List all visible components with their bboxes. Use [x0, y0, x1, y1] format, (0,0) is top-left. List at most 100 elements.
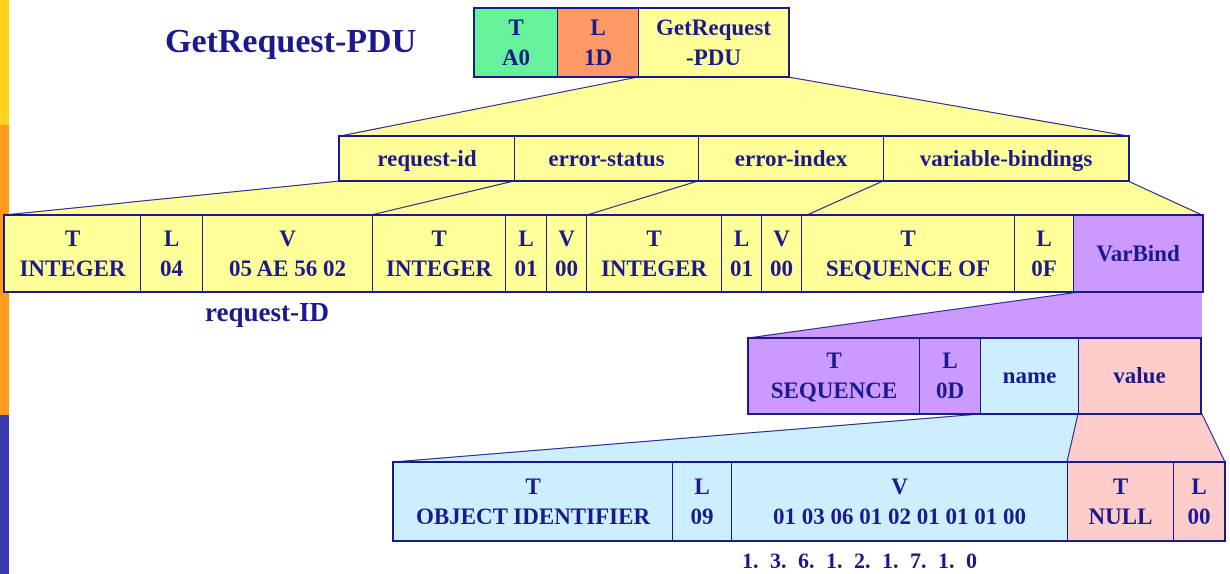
value-label: value: [1113, 363, 1166, 388]
fan-edge: [1201, 413, 1226, 463]
tlv-value: 04: [160, 255, 183, 281]
field-request-id: request-id: [340, 137, 515, 180]
side-accent-bar-blue: [0, 415, 9, 574]
tlv-label: T: [646, 225, 662, 251]
fan-edge: [806, 180, 884, 216]
tlv-value: OBJECT IDENTIFIER: [415, 503, 651, 529]
pdu-length-cell: L 1D: [558, 9, 639, 76]
error-index-length: L 01: [722, 216, 762, 291]
tlv-value: 0D: [935, 378, 965, 403]
pdu-type-cell: GetRequest -PDU: [639, 9, 788, 76]
oid-length: L 09: [673, 463, 732, 540]
name-expansion-fan: [393, 414, 1078, 462]
tlv-label: T: [900, 225, 916, 251]
tlv-value: SEQUENCE: [770, 378, 898, 403]
tlv-value: 01: [514, 255, 538, 281]
tlv-value: INTEGER: [19, 255, 126, 281]
error-index-tag: T INTEGER: [587, 216, 722, 291]
tlv-value: 01: [730, 255, 753, 281]
varbind-tag: T SEQUENCE: [749, 339, 920, 413]
field-label: request-id: [377, 145, 477, 171]
tlv-label: L: [733, 225, 750, 251]
tlv-label: V: [773, 225, 790, 251]
pdu-fields-row: request-id error-status error-index vari…: [338, 135, 1130, 182]
tag-label: T: [508, 14, 524, 40]
tlv-label: L: [942, 348, 958, 373]
length-label: L: [590, 14, 606, 40]
fan-edge: [392, 413, 981, 463]
varbind-length: L 0D: [920, 339, 981, 413]
request-id-caption: request-ID: [205, 297, 329, 327]
error-status-tag: T INTEGER: [373, 216, 506, 291]
tlv-value: 0F: [1031, 255, 1057, 281]
tlv-value: INTEGER: [600, 255, 708, 281]
fan-edge: [1066, 413, 1079, 463]
tlv-label: L: [163, 225, 180, 251]
fan-edge: [747, 291, 1080, 339]
tlv-label: V: [558, 225, 575, 251]
tlv-label: T: [431, 225, 447, 251]
diagram-title: GetRequest-PDU: [165, 23, 417, 60]
request-id-tag: T INTEGER: [5, 216, 141, 291]
fan-edge: [1127, 180, 1203, 216]
tlv-value: 00: [555, 255, 578, 281]
tlv-value: NULL: [1088, 503, 1153, 529]
tlv-label: L: [1191, 473, 1207, 499]
value-expansion-fan: [1067, 414, 1225, 462]
oid-value: V 01 03 06 01 02 01 01 01 00: [732, 463, 1068, 540]
tlv-label: V: [891, 473, 908, 499]
fan-edge: [787, 76, 1129, 137]
encoding-row: T INTEGER L 04 V 05 AE 56 02 T INTEGER L 01 V…: [3, 214, 1204, 293]
tlv-value: 09: [690, 503, 714, 529]
error-status-length: L 01: [506, 216, 547, 291]
field-label: variable-bindings: [919, 145, 1093, 171]
tlv-label: T: [1112, 473, 1129, 499]
fan-edge: [339, 76, 639, 137]
pdu-tag-cell: T A0: [475, 9, 558, 76]
field-variable-bindings: variable-bindings: [884, 137, 1128, 180]
tlv-label: T: [64, 225, 81, 251]
null-length: L 00: [1174, 463, 1224, 540]
pdu-type-line1: GetRequest: [656, 14, 771, 40]
oid-decoded: 1. 3. 6. 1. 2. 1. 7. 1. 0: [742, 548, 977, 573]
tlv-label: T: [826, 348, 842, 373]
name-label: name: [1002, 363, 1057, 388]
varbind-label: VarBind: [1096, 240, 1180, 266]
tlv-label: L: [1036, 225, 1052, 251]
fields-expansion-fan: [4, 181, 1202, 215]
field-label: error-index: [734, 145, 848, 171]
pdu-header-box: T A0 L 1D GetRequest -PDU: [473, 7, 790, 78]
tlv-value: INTEGER: [385, 255, 493, 281]
tlv-label: L: [518, 225, 534, 251]
tlv-label: V: [279, 225, 296, 251]
varbind-cell: VarBind: [1074, 216, 1202, 291]
tlv-label: L: [694, 473, 710, 499]
tlv-value: SEQUENCE OF: [825, 255, 991, 281]
varbind-expansion-fan: [748, 292, 1202, 338]
request-id-length: L 04: [141, 216, 203, 291]
varbindlist-length: L 0F: [1015, 216, 1074, 291]
tlv-value: 01 03 06 01 02 01 01 01 00: [773, 503, 1026, 529]
length-value: 1D: [583, 44, 613, 70]
fan-edge: [370, 180, 515, 216]
field-error-index: error-index: [699, 137, 884, 180]
field-label: error-status: [548, 145, 665, 171]
tlv-value: 00: [1187, 503, 1211, 529]
side-accent-bar-yellow: [0, 0, 9, 125]
tag-value: A0: [501, 44, 531, 70]
pdu-type-line2: -PDU: [686, 44, 741, 70]
tlv-value: 05 AE 56 02: [229, 255, 346, 281]
varbind-name: name: [981, 339, 1079, 413]
error-status-value: V 00: [547, 216, 587, 291]
request-id-value: V 05 AE 56 02: [203, 216, 373, 291]
varbind-value: value: [1079, 339, 1200, 413]
varbindlist-tag: T SEQUENCE OF: [802, 216, 1015, 291]
pdu-expansion-fan: [340, 77, 1128, 136]
varbind-row: T SEQUENCE L 0D name value: [747, 337, 1202, 415]
null-tag: T NULL: [1068, 463, 1174, 540]
fan-edge: [3, 180, 341, 216]
